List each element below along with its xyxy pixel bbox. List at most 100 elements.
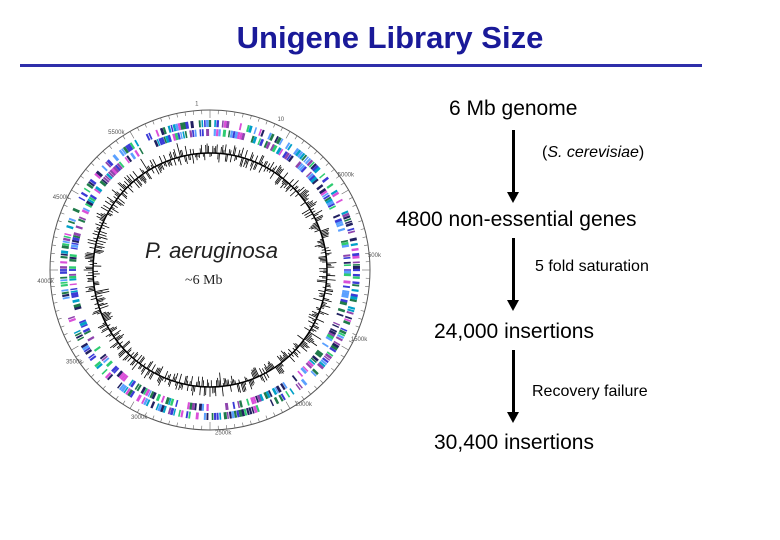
insertions-30400-text: 30,400 insertions [434,431,594,454]
gc-mark [245,159,250,169]
gc-mark [293,343,299,348]
gc-mark [100,206,109,212]
gc-mark [285,185,292,192]
gc-mark [142,174,147,181]
scale-tick [122,135,126,140]
gene-mark [180,410,184,418]
gc-mark [324,292,332,295]
gc-mark [127,178,133,184]
gene-mark [350,242,358,247]
gc-mark [161,377,165,381]
gc-mark [300,202,306,207]
gene-mark [99,180,107,187]
gene-mark [112,154,120,162]
gene-mark [248,407,253,415]
gc-mark [264,161,269,167]
gene-mark [333,340,341,346]
gc-mark [266,366,271,371]
scale-tick [129,131,135,139]
gene-mark [337,307,346,313]
gc-mark [167,379,171,385]
gene-mark [325,198,333,205]
gene-mark [343,256,351,260]
gene-mark [174,132,179,141]
gene-mark [134,149,140,157]
gc-mark [115,199,124,207]
gc-mark [183,375,187,385]
scale-tick [102,385,106,390]
gc-mark [96,312,102,315]
gene-mark [246,398,250,406]
gc-mark [318,241,324,244]
gene-mark [311,355,319,362]
gc-mark [164,378,167,383]
gc-mark [157,165,162,174]
scale-tick [257,117,260,122]
gene-mark [221,120,224,128]
gene-mark [168,397,172,406]
gene-mark [298,164,306,172]
gc-mark [191,385,195,396]
gc-mark [122,353,130,361]
gc-mark [313,213,319,217]
gene-mark [342,212,350,218]
gc-mark [261,368,266,374]
gene-mark [144,388,151,397]
gene-mark [343,280,351,284]
gene-mark [68,317,77,323]
gene-mark [80,191,89,198]
gc-mark [220,146,222,154]
gc-mark [232,379,235,385]
gc-mark [185,375,188,385]
gene-mark [63,235,71,239]
gene-mark [250,135,255,143]
gc-mark [92,310,101,315]
gc-mark [301,341,310,349]
gene-mark [111,365,118,373]
gene-mark [177,123,182,131]
gene-mark [86,182,94,190]
gene-mark [327,331,336,338]
gc-mark [116,336,123,342]
gene-mark [237,400,241,409]
gene-mark [83,187,91,193]
gene-mark [299,152,306,160]
gc-mark [200,144,203,154]
gc-mark [98,233,107,237]
gc-mark [295,349,301,354]
gc-mark [240,147,244,158]
gene-mark [111,167,118,175]
gene-mark [274,135,279,144]
gene-mark [342,285,351,289]
gene-mark [243,408,248,416]
gene-mark [118,161,125,168]
gene-mark [278,394,284,402]
gene-mark [179,122,185,130]
gene-mark [143,387,148,395]
gc-mark [263,363,269,372]
gc-mark [104,317,112,322]
gc-mark [237,149,241,157]
gc-mark [313,210,323,216]
gc-mark [110,327,118,333]
scale-tick [115,396,119,400]
gc-mark [306,336,315,343]
gc-mark [168,380,172,387]
gene-mark [297,162,304,170]
gene-mark [88,196,96,202]
gc-mark [237,383,241,393]
gc-mark [293,350,299,356]
gc-mark [320,307,324,309]
gene-mark [160,395,166,403]
gc-mark [318,289,326,293]
gc-mark [178,383,181,391]
gene-mark [320,190,328,196]
gc-mark [287,352,291,356]
gc-mark [307,333,312,338]
gc-mark [126,347,132,353]
gc-mark [276,166,282,174]
scale-tick [336,361,340,365]
gene-mark [345,222,354,228]
gc-mark [103,315,110,320]
gc-mark [104,315,113,321]
